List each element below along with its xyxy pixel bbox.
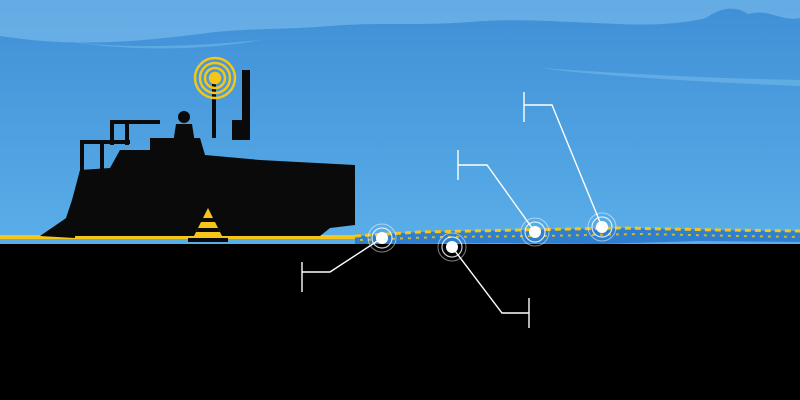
sensor-points [367, 212, 617, 262]
callout-line [451, 246, 529, 314]
sensor-point-icon [587, 212, 617, 242]
callout-line [458, 164, 536, 233]
callout-line [302, 237, 383, 273]
road-edge-line [0, 235, 380, 239]
callout-lines [301, 92, 603, 328]
gps-antenna-icon [193, 56, 237, 100]
traffic-cone-icon [188, 208, 228, 242]
paved-mat [354, 226, 800, 244]
sensor-point-icon [520, 217, 550, 247]
sensor-point-icon [367, 223, 397, 253]
sensor-point-icon [437, 232, 467, 262]
ground [0, 244, 800, 400]
paver-machine-silhouette [40, 70, 355, 238]
callout-line [524, 104, 603, 228]
clouds [0, 0, 800, 86]
